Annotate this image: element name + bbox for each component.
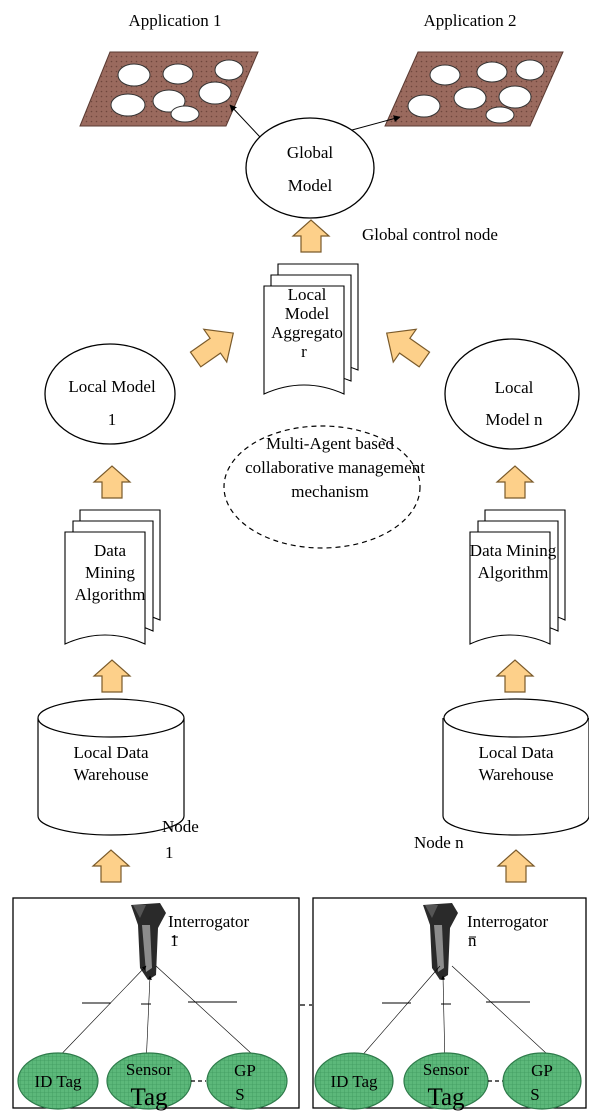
sensor-tag-1-line1: Sensor bbox=[126, 1060, 173, 1079]
warehouse-n-line2: Warehouse bbox=[478, 765, 553, 784]
interrogator-n-line2: n bbox=[468, 931, 477, 950]
aggregator-line4: r bbox=[301, 342, 307, 361]
warehouse-n-line1: Local Data bbox=[478, 743, 553, 762]
data-mining-algorithm-1: Data Mining Algorithm bbox=[64, 509, 161, 645]
interrogator-1-line1: Interrogator bbox=[168, 912, 250, 931]
global-model-node: Global Model bbox=[245, 117, 375, 219]
block-arrow-aggregator-to-global bbox=[291, 219, 331, 253]
mechanism-line2: collaborative management bbox=[245, 458, 425, 477]
block-arrow-right-model-to-aggregator bbox=[385, 328, 431, 368]
interrogator-n-icon bbox=[423, 903, 458, 980]
gps-tag-n-line2: S bbox=[530, 1085, 539, 1104]
block-arrow-warehouse-to-algorithm-n bbox=[495, 659, 535, 693]
aggregator-line3: Aggregato bbox=[271, 323, 343, 342]
arrow-to-application-2 bbox=[351, 115, 401, 131]
algorithm-1-line1: Data bbox=[94, 541, 127, 560]
node-1-line2: 1 bbox=[165, 843, 174, 862]
data-mining-algorithm-n: Data Mining Algorithm bbox=[469, 509, 566, 645]
application-2-plane bbox=[384, 51, 564, 127]
node-n-label: Node n bbox=[414, 833, 464, 852]
sensor-tag-1-line2: Tag bbox=[130, 1084, 168, 1111]
block-arrow-left-model-to-aggregator bbox=[189, 328, 235, 368]
interrogator-1-line2: 1 bbox=[170, 931, 179, 950]
algorithm-1-line2: Mining bbox=[85, 563, 136, 582]
algorithm-1-line3: Algorithm bbox=[75, 585, 146, 604]
gps-tag-n bbox=[502, 1052, 582, 1110]
gps-tag-1-line2: S bbox=[235, 1085, 244, 1104]
local-model-1-line2: 1 bbox=[108, 410, 117, 429]
mechanism-line1: Multi-Agent based bbox=[266, 434, 394, 453]
id-tag-n-label: ID Tag bbox=[330, 1072, 378, 1091]
application-1-plane bbox=[79, 51, 259, 127]
global-model-line2: Model bbox=[288, 176, 333, 195]
local-model-1-line1: Local Model bbox=[68, 377, 156, 396]
local-data-warehouse-n: Local Data Warehouse bbox=[442, 698, 589, 836]
algorithm-n-line2: Algorithm bbox=[478, 563, 549, 582]
id-tag-1 bbox=[17, 1052, 99, 1110]
warehouse-1-line2: Warehouse bbox=[73, 765, 148, 784]
algorithm-n-line1: Data Mining bbox=[470, 541, 557, 560]
local-model-n-line2: Model n bbox=[485, 410, 543, 429]
local-model-n-line1: Local bbox=[495, 378, 534, 397]
block-arrow-sensors-to-warehouse-1 bbox=[91, 849, 131, 883]
block-arrow-warehouse-to-algorithm-1 bbox=[92, 659, 132, 693]
block-arrow-algorithm-to-model-n bbox=[495, 465, 535, 499]
arrow-to-application-1 bbox=[229, 104, 261, 138]
local-model-aggregator: Local Model Aggregato r bbox=[263, 263, 359, 395]
block-arrow-algorithm-to-model-1 bbox=[92, 465, 132, 499]
aggregator-line2: Model bbox=[285, 304, 330, 323]
global-model-line1: Global bbox=[287, 143, 334, 162]
rfid-node-1-box: Interrogator 1 ID Tag Sensor Tag GP S bbox=[12, 897, 300, 1111]
sensor-tag-n-line2: Tag bbox=[427, 1084, 465, 1111]
multi-agent-mechanism: Multi-Agent based collaborative manageme… bbox=[223, 425, 425, 549]
id-tag-1-label: ID Tag bbox=[34, 1072, 82, 1091]
gps-tag-n-line1: GP bbox=[531, 1061, 553, 1080]
interrogator-n-line1: Interrogator bbox=[467, 912, 549, 931]
global-control-node-label: Global control node bbox=[362, 225, 498, 244]
local-model-1: Local Model 1 bbox=[44, 343, 176, 445]
block-arrow-sensors-to-warehouse-n bbox=[496, 849, 536, 883]
interrogator-1-icon bbox=[131, 903, 166, 980]
local-model-n: Local Model n bbox=[444, 338, 580, 450]
gps-tag-1 bbox=[206, 1052, 288, 1110]
application-1-label: Application 1 bbox=[128, 11, 221, 30]
id-tag-n bbox=[314, 1052, 394, 1110]
local-data-warehouse-1: Local Data Warehouse bbox=[37, 698, 185, 836]
sensor-tag-n-line1: Sensor bbox=[423, 1060, 470, 1079]
node-1-line1: Node bbox=[162, 817, 199, 836]
application-2-label: Application 2 bbox=[423, 11, 516, 30]
rfid-node-n-box: Interrogator n ID Tag Sensor Tag GP S bbox=[312, 897, 587, 1111]
gps-tag-1-line1: GP bbox=[234, 1061, 256, 1080]
mechanism-line3: mechanism bbox=[291, 482, 368, 501]
warehouse-1-line1: Local Data bbox=[73, 743, 148, 762]
aggregator-line1: Local bbox=[288, 285, 327, 304]
